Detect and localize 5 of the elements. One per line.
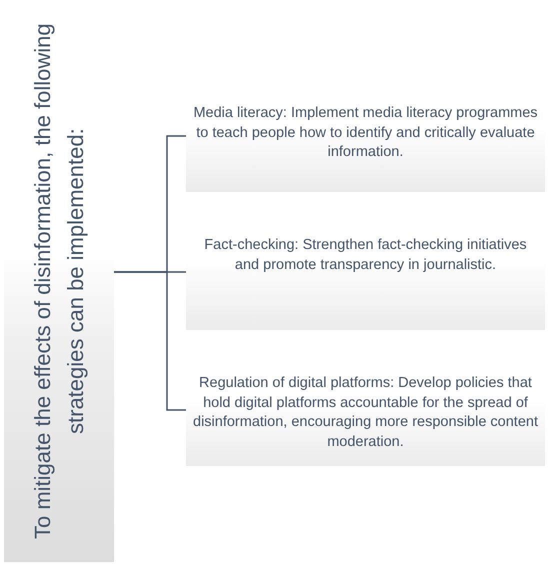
heading-text: To mitigate the effects of disinformation, the following strategies can be implemented: [29,22,89,541]
strategy-text: Regulation of digital platforms: Develop policies that hold digital platforms accountable for the spread of disinformation, encouraging more responsible content moderation. [192,374,539,452]
strategy-text: Media literacy: Implement media literacy programmes to teach people how to identify and critically evaluate information. [192,104,539,162]
connector-line [114,271,186,411]
strategy-text: Fact-checking: Strengthen fact-checking initiatives and promote transparency in journalistic. [203,236,528,274]
